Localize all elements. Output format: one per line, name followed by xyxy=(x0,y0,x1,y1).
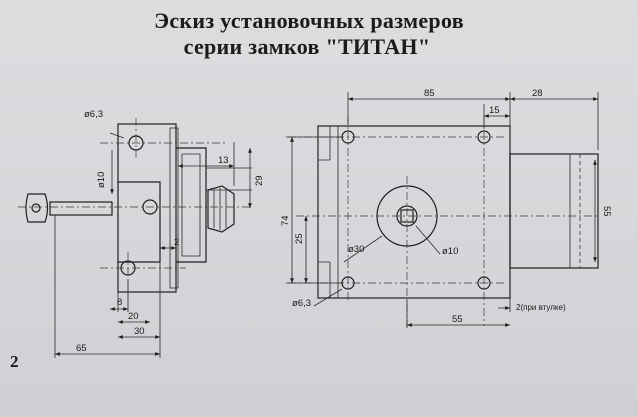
side-view: ø6,3 ø10 13 29 2 8 20 30 65 xyxy=(18,109,265,358)
dim-hole-diameter-right: ø6,3 xyxy=(292,298,311,309)
front-view: 85 15 28 74 25 55 ø30 ø10 ø6,3 2(при вту… xyxy=(280,88,612,330)
dim-2-left: 2 xyxy=(174,237,179,248)
lock-front-plate xyxy=(317,125,511,299)
dim-85: 85 xyxy=(424,88,435,99)
lock-body-plate xyxy=(117,123,177,293)
drawing-title-line-2: серии замков "ТИТАН" xyxy=(183,34,431,59)
dim-hole-diameter-left: ø6,3 xyxy=(84,109,103,120)
dim-13: 13 xyxy=(218,155,229,166)
gear-icon xyxy=(207,185,235,233)
dim-28: 28 xyxy=(532,88,543,99)
dim-20: 20 xyxy=(128,311,139,322)
dim-55-bottom: 55 xyxy=(452,314,463,325)
dim-65: 65 xyxy=(76,343,87,354)
cylinder-housing xyxy=(509,153,599,269)
dim-bore-diameter: ø10 xyxy=(442,246,458,257)
dim-29: 29 xyxy=(254,175,265,186)
dim-hub-diameter: ø30 xyxy=(348,244,364,255)
dim-2-note: 2(при втулке) xyxy=(516,303,566,312)
dim-8: 8 xyxy=(117,297,122,308)
key-shape xyxy=(25,193,113,223)
dim-pin-diameter: ø10 xyxy=(96,172,107,188)
dim-30: 30 xyxy=(134,326,145,337)
page-number: 2 xyxy=(10,352,19,371)
dim-74: 74 xyxy=(280,215,291,226)
drawing-title-line-1: Эскиз установочных размеров xyxy=(154,8,464,33)
dim-15: 15 xyxy=(489,105,500,116)
dim-25: 25 xyxy=(294,233,305,244)
dim-55-vertical: 55 xyxy=(601,206,612,217)
